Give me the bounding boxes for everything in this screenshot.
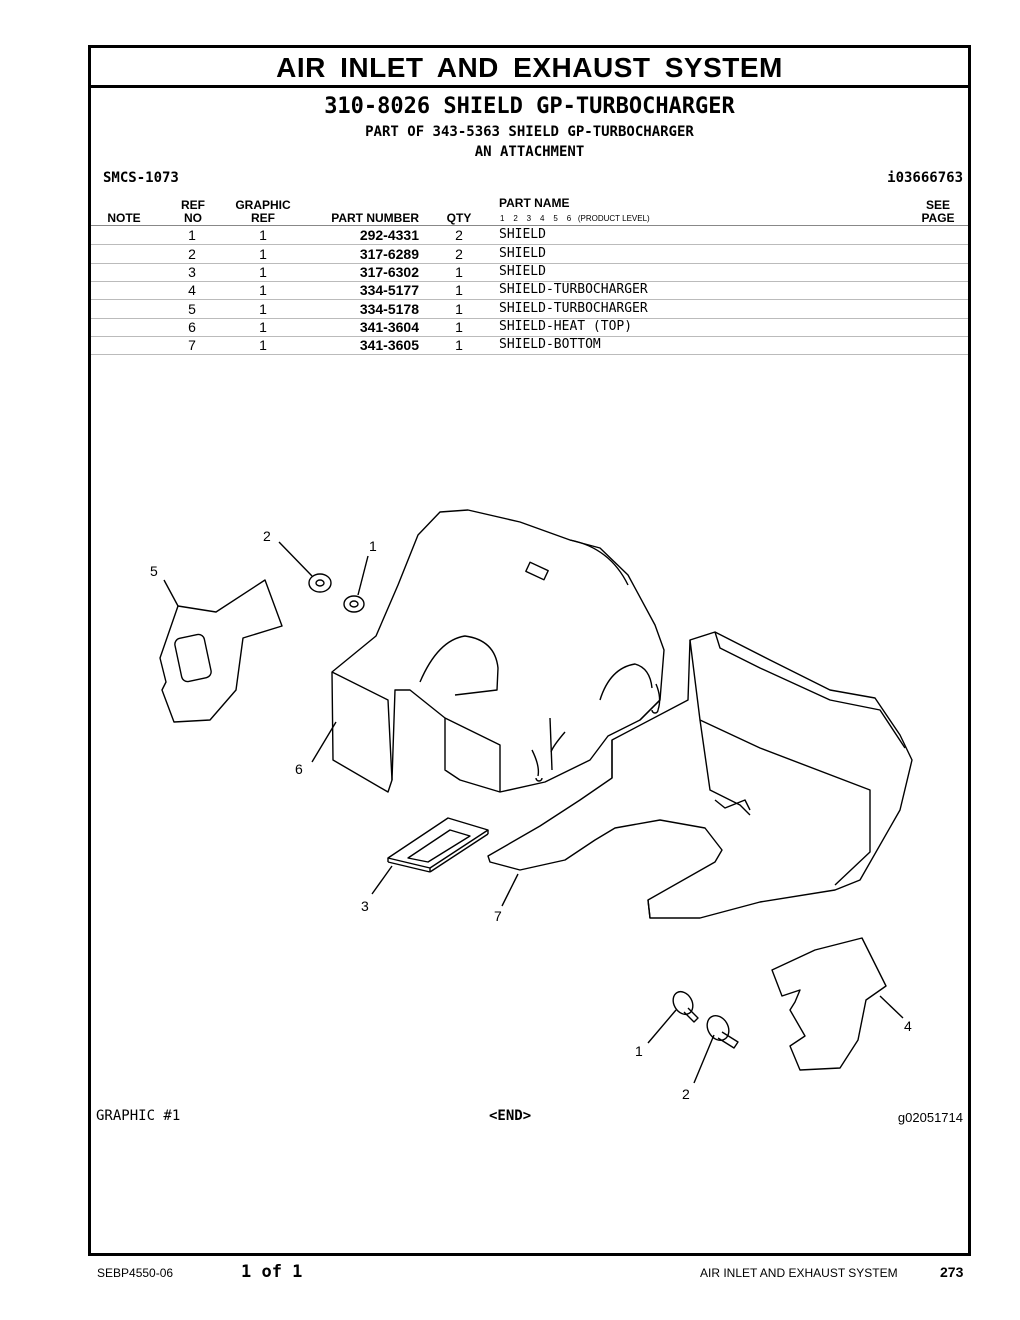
col-ref-top: REF: [181, 198, 205, 212]
doc-number: SEBP4550-06: [97, 1266, 174, 1280]
part-name: SHIELD-HEAT (TOP): [499, 319, 633, 334]
graphic-ref: 1: [259, 264, 267, 280]
part-1-clip-bottom: [647, 990, 699, 1044]
part-5-opening: [174, 633, 212, 683]
part-number[interactable]: 334-5177: [359, 282, 419, 298]
qty: 1: [455, 319, 463, 335]
table-row: 3 1 317-6302 1 SHIELD: [91, 263, 968, 282]
part-5-shield: [159, 579, 283, 723]
col-ref-bottom: NO: [184, 211, 202, 225]
part-number[interactable]: 341-3604: [359, 319, 419, 335]
smcs-code: SMCS-1073: [103, 170, 179, 186]
leader-5: [163, 579, 179, 607]
qty: 2: [455, 227, 463, 243]
part-name: SHIELD-BOTTOM: [499, 337, 601, 352]
callout-7: 7: [494, 908, 502, 924]
callout-1-bottom: 1: [635, 1043, 643, 1059]
leader-3: [371, 865, 393, 895]
part-number[interactable]: 317-6302: [359, 264, 419, 280]
hose-clip-b: [531, 731, 566, 782]
part-2-clip-bottom: [693, 1014, 739, 1084]
graphic-ref: 1: [259, 319, 267, 335]
qty: 1: [455, 264, 463, 280]
ref-no: 3: [188, 264, 196, 280]
leader-4: [879, 995, 904, 1019]
qty: 1: [455, 301, 463, 317]
part-6-heat-shield: [331, 509, 665, 793]
table-row: 1 1 292-4331 2 SHIELD: [91, 226, 968, 245]
end-marker: <END>: [489, 1108, 532, 1124]
table-row: 7 1 341-3605 1 SHIELD-BOTTOM: [91, 336, 968, 355]
table-row: 5 1 334-5178 1 SHIELD-TURBOCHARGER: [91, 300, 968, 319]
header-rule: [91, 225, 968, 226]
qty: 2: [455, 246, 463, 262]
graphic-ref: 1: [259, 227, 267, 243]
page-number: 273: [940, 1264, 964, 1280]
part-1-clip-top: [343, 555, 369, 613]
graphic-ref: 1: [259, 246, 267, 262]
part-7-bottom-shield: [487, 631, 913, 919]
part-number[interactable]: 317-6289: [359, 246, 419, 262]
part-name: SHIELD-TURBOCHARGER: [499, 301, 648, 316]
col-note: NOTE: [107, 211, 141, 225]
col-part-number: PART NUMBER: [331, 211, 419, 225]
leader-7: [501, 873, 519, 907]
col-part-name: PART NAME: [499, 196, 570, 210]
qty: 1: [455, 282, 463, 298]
graphic-ref: 1: [259, 301, 267, 317]
graphic-ref: 1: [259, 337, 267, 353]
col-see-bottom: PAGE: [921, 211, 955, 225]
ref-no: 7: [188, 337, 196, 353]
part-2-clip-top: [278, 541, 332, 593]
col-graphic-bottom: REF: [251, 211, 275, 225]
table-row: 2 1 317-6289 2 SHIELD: [91, 245, 968, 264]
group-title: 310-8026 SHIELD GP-TURBOCHARGER: [324, 94, 735, 119]
ref-no: 4: [188, 282, 196, 298]
callout-5: 5: [150, 563, 158, 579]
callout-1-top: 1: [369, 538, 377, 554]
part-3-plate: [387, 817, 489, 873]
qty: 1: [455, 337, 463, 353]
callout-2-bottom: 2: [682, 1086, 690, 1102]
ref-no: 1: [188, 227, 196, 243]
hose-clip-a: [651, 683, 661, 714]
graphic-label: GRAPHIC #1: [96, 1108, 181, 1124]
callout-4: 4: [904, 1018, 912, 1034]
col-product-levels: 1 2 3 4 5 6 (PRODUCT LEVEL): [500, 214, 650, 223]
title-divider: [91, 85, 968, 88]
table-row: 4 1 334-5177 1 SHIELD-TURBOCHARGER: [91, 281, 968, 300]
page-frame: AIR INLET AND EXHAUST SYSTEM 310-8026 SH…: [88, 45, 971, 1256]
part-name: SHIELD: [499, 246, 546, 261]
ref-no: 2: [188, 246, 196, 262]
col-graphic-top: GRAPHIC: [235, 198, 291, 212]
attachment-text: AN ATTACHMENT: [474, 144, 585, 160]
graphic-id: g02051714: [897, 1110, 963, 1125]
part-4-shield: [771, 937, 887, 1071]
page-of: 1 of 1: [241, 1262, 303, 1282]
parent-group-text: PART OF 343-5363 SHIELD GP-TURBOCHARGER: [365, 124, 694, 140]
section-title: AIR INLET AND EXHAUST SYSTEM: [276, 52, 783, 83]
part-name: SHIELD: [499, 227, 546, 242]
ref-no: 6: [188, 319, 196, 335]
callout-2-top: 2: [263, 528, 271, 544]
table-row: 6 1 341-3604 1 SHIELD-HEAT (TOP): [91, 318, 968, 337]
callout-6: 6: [295, 761, 303, 777]
ref-no: 5: [188, 301, 196, 317]
info-id: i03666763: [887, 170, 963, 186]
col-see-top: SEE: [925, 198, 950, 212]
callout-3: 3: [361, 898, 369, 914]
leader-6: [311, 721, 337, 763]
part-number[interactable]: 341-3605: [359, 337, 419, 353]
footer-section: AIR INLET AND EXHAUST SYSTEM: [700, 1266, 898, 1280]
part-name: SHIELD-TURBOCHARGER: [499, 282, 648, 297]
part-number[interactable]: 292-4331: [359, 227, 419, 243]
part-name: SHIELD: [499, 264, 546, 279]
graphic-ref: 1: [259, 282, 267, 298]
part-number[interactable]: 334-5178: [359, 301, 419, 317]
col-qty: QTY: [446, 211, 472, 225]
